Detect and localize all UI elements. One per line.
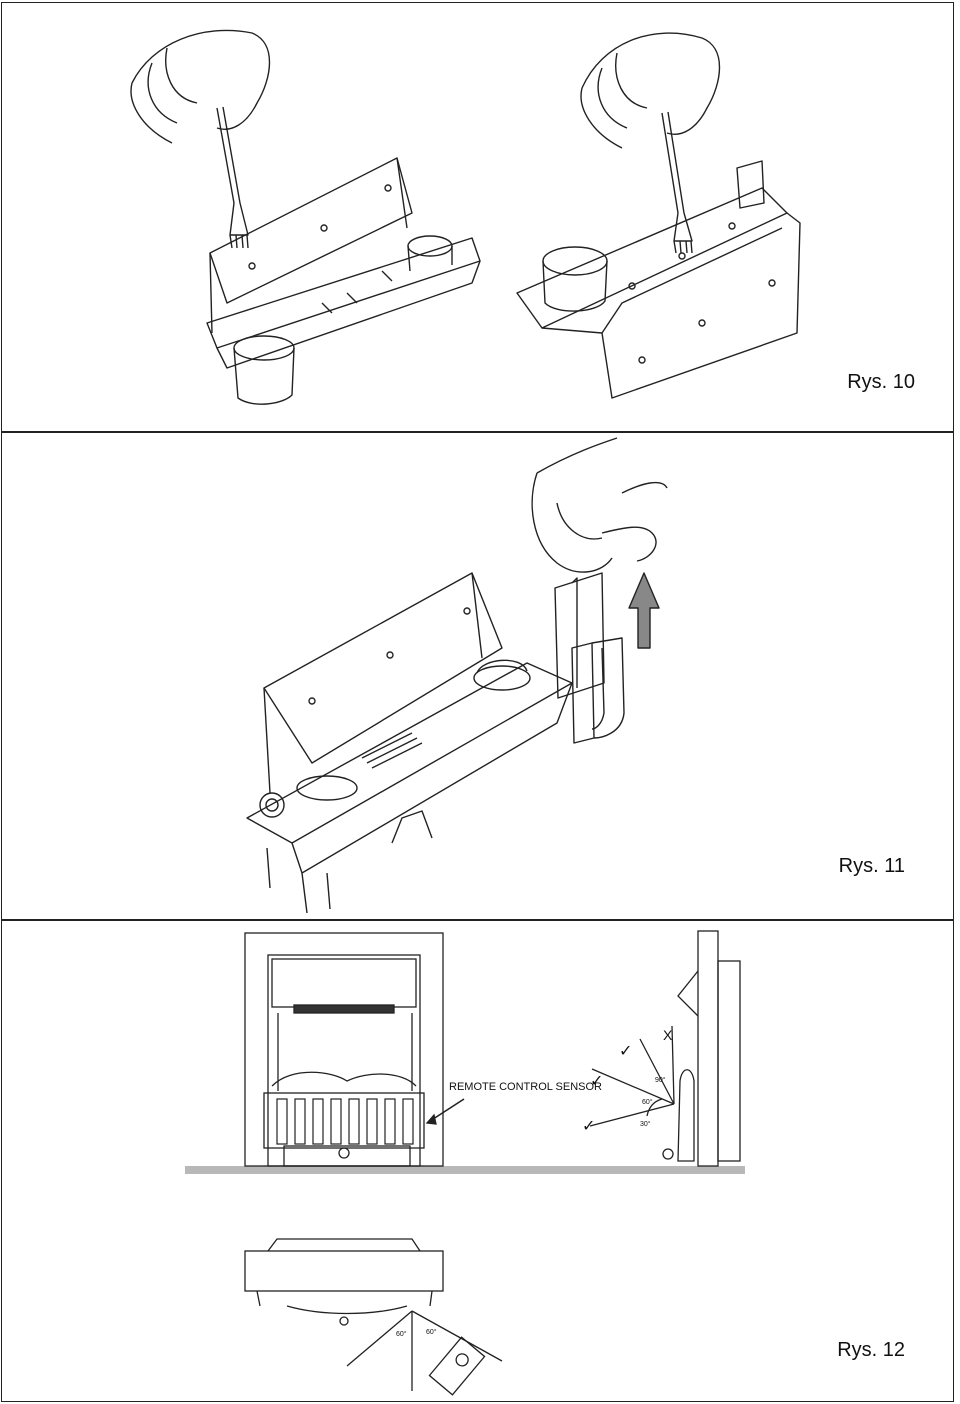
angle-90-label: 90° [655, 1076, 666, 1084]
figure-11-illustration [246, 437, 668, 914]
check-mark-icon: ✓ [582, 1118, 595, 1135]
figure-11-panel: Rys. 11 [1, 432, 954, 920]
figure-12-panel: REMOTE CONTROL SENSOR 90° 60° 30° X ✓ ✓ … [1, 920, 954, 1402]
figure-11-caption: Rys. 11 [838, 855, 905, 877]
x-mark: X [663, 1027, 673, 1043]
figure-12-illustration: REMOTE CONTROL SENSOR 90° 60° 30° X ✓ ✓ … [185, 930, 745, 1396]
up-arrow-icon [628, 572, 660, 649]
floor-line [185, 1166, 745, 1174]
check-mark-icon: ✓ [590, 1073, 603, 1090]
figure-12-caption: Rys. 12 [837, 1339, 905, 1361]
figure-10-illustration [130, 29, 801, 405]
check-mark-icon: ✓ [619, 1043, 632, 1060]
figure-10-caption: Rys. 10 [847, 371, 915, 393]
bottom-angle-right-label: 60° [426, 1328, 437, 1336]
angle-30-label: 30° [640, 1120, 651, 1128]
remote-control-sensor-label: REMOTE CONTROL SENSOR [449, 1081, 602, 1093]
bottom-angle-left-label: 60° [396, 1330, 407, 1338]
figure-10-panel: Rys. 10 [1, 2, 954, 432]
angle-60-label: 60° [642, 1098, 653, 1106]
